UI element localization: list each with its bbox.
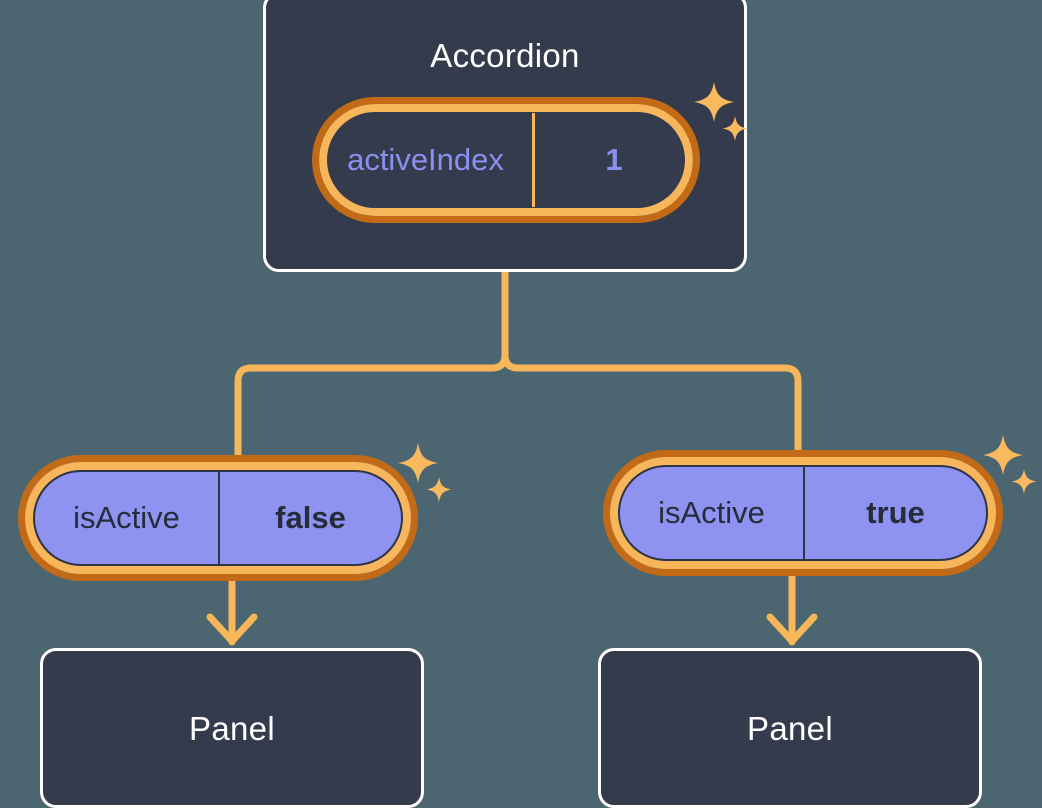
sparkle-small-icon — [1011, 469, 1037, 494]
connector-root-fork-right — [501, 351, 802, 469]
state-pill-active-index[interactable]: activeIndex 1 — [312, 97, 700, 223]
connector-root-fork — [234, 268, 509, 474]
arrowhead-right — [766, 613, 818, 645]
component-title: Panel — [747, 709, 833, 747]
diagram-canvas: Accordion activeIndex 1 isActive false P… — [18, 0, 1037, 808]
component-card-panel-left[interactable]: Panel — [40, 648, 424, 808]
sparkle-small-icon — [426, 477, 452, 502]
state-key-label: activeIndex — [347, 142, 504, 177]
state-pill-inner: isActive false — [33, 470, 403, 566]
component-card-panel-right[interactable]: Panel — [598, 648, 982, 808]
sparkle-large-icon — [398, 443, 438, 483]
state-pill-is-active-false[interactable]: isActive false — [18, 455, 418, 581]
arrowhead-left — [206, 613, 258, 645]
state-key-label: isActive — [73, 500, 180, 535]
state-value-label: true — [803, 467, 986, 559]
state-value-label: 1 — [532, 113, 693, 207]
state-value-label: false — [218, 472, 401, 564]
state-key-label: isActive — [658, 495, 765, 530]
component-title: Panel — [189, 709, 275, 747]
state-pill-inner: isActive true — [618, 465, 988, 561]
state-pill-is-active-true[interactable]: isActive true — [603, 450, 1003, 576]
component-title: Accordion — [430, 37, 580, 74]
sparkle-large-icon — [983, 435, 1023, 475]
